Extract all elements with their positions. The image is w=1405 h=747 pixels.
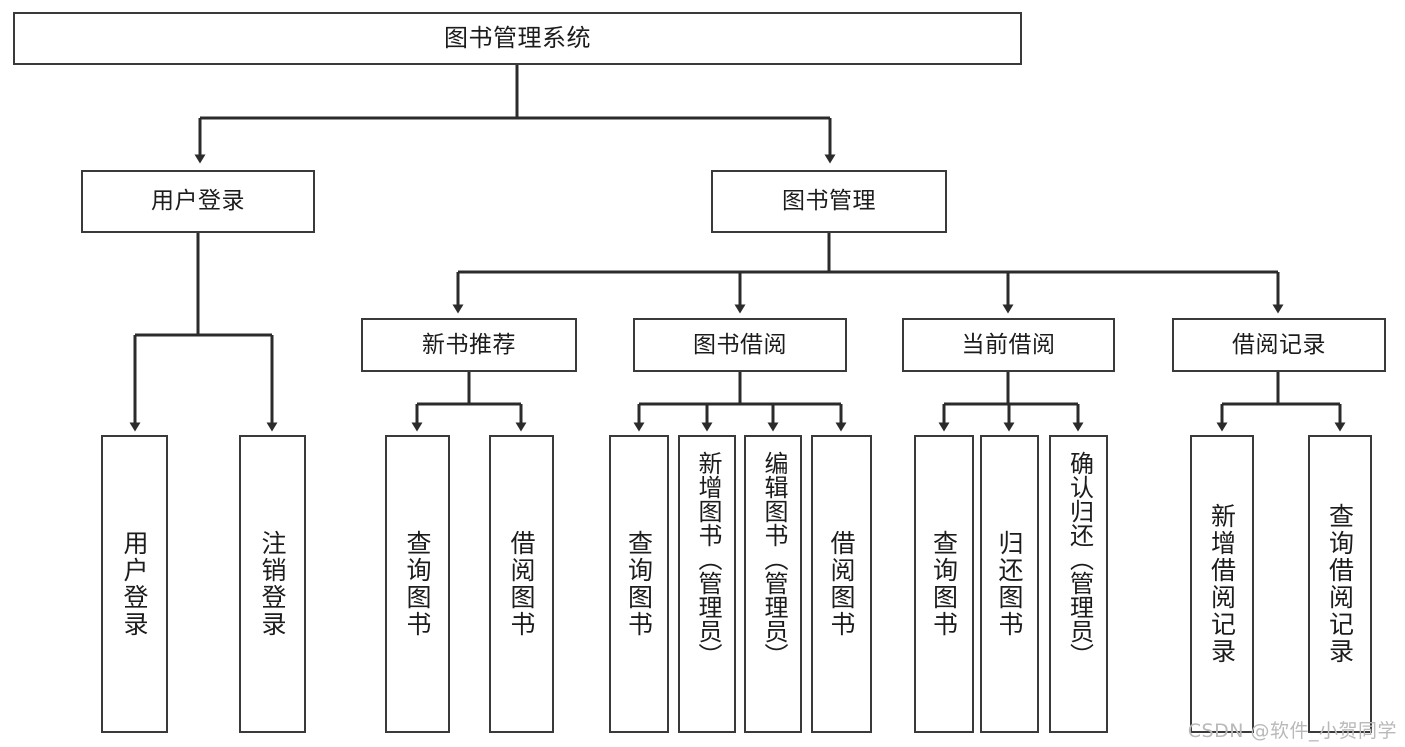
node-book-borrow-label: 图书借阅: [693, 331, 787, 358]
node-root-system[interactable]: 图书管理系统: [13, 12, 1022, 65]
node-leaf-add-book-label: 新增图书（管理员）: [693, 451, 722, 667]
node-leaf-query-book-1-label: 查询图书: [403, 530, 432, 638]
node-user-login[interactable]: 用户登录: [81, 170, 315, 233]
node-leaf-borrow-book-1-label: 借阅图书: [507, 530, 536, 638]
node-leaf-borrow-book-1[interactable]: 借阅图书: [489, 435, 554, 733]
node-new-book-recommend[interactable]: 新书推荐: [361, 318, 577, 372]
node-leaf-query-book-2[interactable]: 查询图书: [609, 435, 669, 733]
node-leaf-return-book[interactable]: 归还图书: [980, 435, 1039, 733]
node-book-manage-label: 图书管理: [782, 188, 876, 215]
node-leaf-query-book-1[interactable]: 查询图书: [385, 435, 450, 733]
node-current-borrow-label: 当前借阅: [961, 331, 1056, 358]
node-leaf-logout-login-label: 注销登录: [258, 530, 287, 638]
node-leaf-edit-book[interactable]: 编辑图书（管理员）: [744, 435, 802, 733]
node-leaf-query-book-2-label: 查询图书: [624, 530, 654, 638]
node-current-borrow[interactable]: 当前借阅: [902, 318, 1115, 372]
node-borrow-record-label: 借阅记录: [1232, 331, 1326, 358]
node-borrow-record[interactable]: 借阅记录: [1172, 318, 1386, 372]
node-leaf-confirm-return-label: 确认归还（管理员）: [1065, 451, 1094, 667]
node-leaf-add-book[interactable]: 新增图书（管理员）: [678, 435, 736, 733]
node-leaf-edit-book-label: 编辑图书（管理员）: [759, 451, 788, 667]
csdn-watermark: CSDN @软件_小贺同学: [1187, 720, 1397, 742]
node-leaf-logout-login[interactable]: 注销登录: [239, 435, 306, 733]
node-new-book-recommend-label: 新书推荐: [422, 331, 516, 358]
node-leaf-borrow-book-2-label: 借阅图书: [827, 530, 856, 638]
node-leaf-confirm-return[interactable]: 确认归还（管理员）: [1049, 435, 1108, 733]
node-user-login-label: 用户登录: [151, 188, 245, 215]
node-root-system-label: 图书管理系统: [444, 23, 591, 52]
node-leaf-add-record-label: 新增借阅记录: [1207, 503, 1237, 665]
node-leaf-query-record-label: 查询借阅记录: [1325, 503, 1355, 665]
node-book-manage[interactable]: 图书管理: [711, 170, 947, 233]
node-leaf-query-record[interactable]: 查询借阅记录: [1308, 435, 1372, 733]
node-leaf-return-book-label: 归还图书: [995, 530, 1024, 638]
node-leaf-borrow-book-2[interactable]: 借阅图书: [811, 435, 872, 733]
node-leaf-user-login-label: 用户登录: [120, 530, 149, 638]
node-leaf-query-book-3-label: 查询图书: [929, 530, 959, 638]
node-book-borrow[interactable]: 图书借阅: [633, 318, 847, 372]
node-leaf-user-login[interactable]: 用户登录: [101, 435, 168, 733]
node-leaf-add-record[interactable]: 新增借阅记录: [1190, 435, 1254, 733]
node-leaf-query-book-3[interactable]: 查询图书: [914, 435, 974, 733]
